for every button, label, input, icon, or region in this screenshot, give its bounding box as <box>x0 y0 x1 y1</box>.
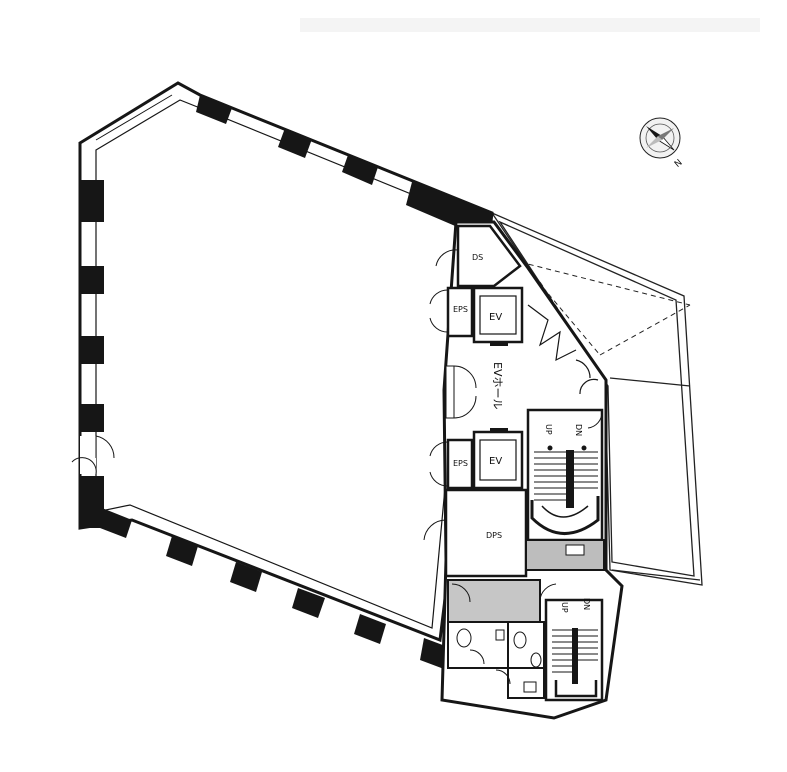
eps-upper-room: EPS <box>429 286 474 338</box>
dn-sub-label: DN <box>582 598 591 610</box>
ev-upper-label: EV <box>489 312 502 323</box>
main-stair-treads <box>534 451 598 501</box>
utility-shaded <box>525 539 605 571</box>
up-main-label: UP <box>544 424 553 435</box>
main-stair-arrow <box>547 445 587 451</box>
ev-lower-label: EV <box>489 456 502 467</box>
secondary-stair-treads <box>552 629 598 673</box>
main-stair-door[interactable] <box>587 411 603 429</box>
dps-room: DPS <box>423 488 528 578</box>
secondary-staircase: UP DN <box>544 598 604 702</box>
ev-hall-door-left[interactable] <box>445 365 477 419</box>
main-staircase: UP DN <box>526 408 604 542</box>
lower-corridor-doors[interactable] <box>451 583 557 603</box>
up-sub-label: UP <box>560 602 569 613</box>
elevator-upper: EV <box>472 286 524 346</box>
eps-lower-label: EPS <box>453 459 468 468</box>
scan-artifact <box>300 18 760 32</box>
columns-left <box>80 180 104 528</box>
ds-room: DS <box>435 224 522 288</box>
eps-lower-doors[interactable] <box>429 441 449 487</box>
eps-lower-room: EPS <box>429 438 474 490</box>
office-room <box>71 81 494 672</box>
main-stair-landing <box>530 496 600 535</box>
ds-door[interactable] <box>435 249 459 270</box>
ev-hall-label: EVホール <box>491 362 504 409</box>
main-stair-landing-inner <box>541 505 589 518</box>
restrooms <box>447 621 545 699</box>
dps-label: DPS <box>486 531 502 540</box>
toilet-icons <box>456 628 542 693</box>
elevator-lower: EV <box>472 428 524 490</box>
ds-label: DS <box>472 253 483 262</box>
secondary-stair-landing <box>554 680 598 698</box>
ev-hall: EVホール <box>445 304 599 419</box>
compass-north-label: N <box>673 158 685 170</box>
utility-fixture <box>565 544 585 556</box>
dn-main-label: DN <box>574 424 583 436</box>
eps-upper-label: EPS <box>453 305 468 314</box>
window-diagonal <box>95 94 173 141</box>
eps-upper-doors[interactable] <box>429 289 449 333</box>
office-inner-outline <box>95 99 471 629</box>
compass-icon: N <box>639 117 685 170</box>
ev-hall-door-right[interactable] <box>527 304 599 395</box>
core: DS EPS EV EVホール <box>423 220 624 720</box>
office-door[interactable] <box>71 435 115 475</box>
dps-door[interactable] <box>423 519 447 541</box>
